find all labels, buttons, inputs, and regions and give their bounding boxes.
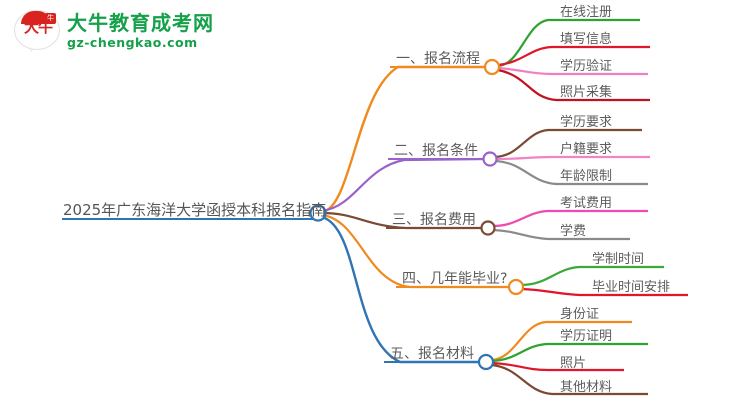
branch-3-node-circle[interactable] — [480, 220, 496, 236]
connector-b2-c2 — [495, 155, 650, 161]
leaf-label-1-3[interactable]: 学历验证 — [560, 59, 613, 74]
leaf-label-1-1[interactable]: 在线注册 — [560, 5, 613, 20]
connector-b5-c2 — [491, 342, 648, 363]
branch-label-1[interactable]: 一、报名流程 — [396, 51, 480, 67]
branch-2-node-circle[interactable] — [482, 151, 498, 167]
connector-b4-c2 — [520, 287, 688, 297]
logo-subtitle: gz-chengkao.com — [67, 34, 198, 50]
connector-root-branch-5 — [321, 215, 483, 364]
logo-bull-icon: 大牛 牛 — [14, 8, 60, 54]
logo-title: 大牛教育成考网 — [67, 10, 214, 35]
connector-b2-c3 — [495, 159, 648, 186]
connector-root-branch-4 — [321, 213, 513, 289]
branch-4-node-circle[interactable] — [507, 278, 525, 296]
leaf-label-5-4[interactable]: 其他材料 — [560, 380, 613, 395]
connector-b5-c3 — [491, 361, 624, 372]
leaf-label-1-2[interactable]: 填写信息 — [560, 32, 613, 47]
leaf-label-2-1[interactable]: 学历要求 — [560, 115, 613, 130]
branch-label-5[interactable]: 五、报名材料 — [390, 346, 474, 362]
leaf-label-5-3[interactable]: 照片 — [560, 356, 587, 371]
connector-b3-c1 — [492, 209, 648, 228]
leaf-label-4-1[interactable]: 学制时间 — [592, 252, 645, 267]
connector-b5-c4 — [491, 363, 648, 396]
root-node-label[interactable]: 2025年广东海洋大学函授本科报名指南 — [63, 201, 327, 219]
root-node-circle[interactable] — [309, 204, 327, 222]
logo-badge: 牛 — [45, 13, 56, 24]
connector-b1-c4 — [497, 68, 650, 102]
connector-b2-c1 — [494, 128, 642, 159]
leaf-label-2-2[interactable]: 户籍要求 — [560, 142, 613, 157]
branch-label-3[interactable]: 三、报名费用 — [392, 212, 476, 228]
branch-5-node-circle[interactable] — [477, 353, 495, 371]
branch-1-node-circle[interactable] — [483, 58, 501, 76]
branch-label-4[interactable]: 四、几年能毕业? — [402, 271, 508, 287]
leaf-label-4-2[interactable]: 毕业时间安排 — [592, 280, 671, 295]
leaf-label-2-3[interactable]: 年龄限制 — [560, 169, 613, 184]
connector-b5-c1 — [490, 320, 632, 362]
connector-root-branch-1 — [321, 65, 489, 214]
connector-b1-c3 — [497, 66, 648, 76]
connector-b1-c2 — [497, 45, 650, 67]
leaf-label-5-1[interactable]: 身份证 — [560, 307, 600, 322]
branch-label-2[interactable]: 二、报名条件 — [394, 143, 478, 159]
leaf-label-1-4[interactable]: 照片采集 — [560, 85, 613, 100]
logo-dome-shape — [21, 11, 51, 24]
connector-b4-c1 — [520, 265, 664, 287]
connector-root-branch-2 — [321, 157, 488, 213]
connector-b3-c2 — [492, 228, 630, 241]
leaf-label-5-2[interactable]: 学历证明 — [560, 329, 613, 344]
leaf-label-3-2[interactable]: 学费 — [560, 224, 587, 239]
site-logo[interactable]: 大牛 牛 大牛教育成考网 gz-chengkao.com — [14, 8, 214, 54]
leaf-label-3-1[interactable]: 考试费用 — [560, 196, 613, 211]
